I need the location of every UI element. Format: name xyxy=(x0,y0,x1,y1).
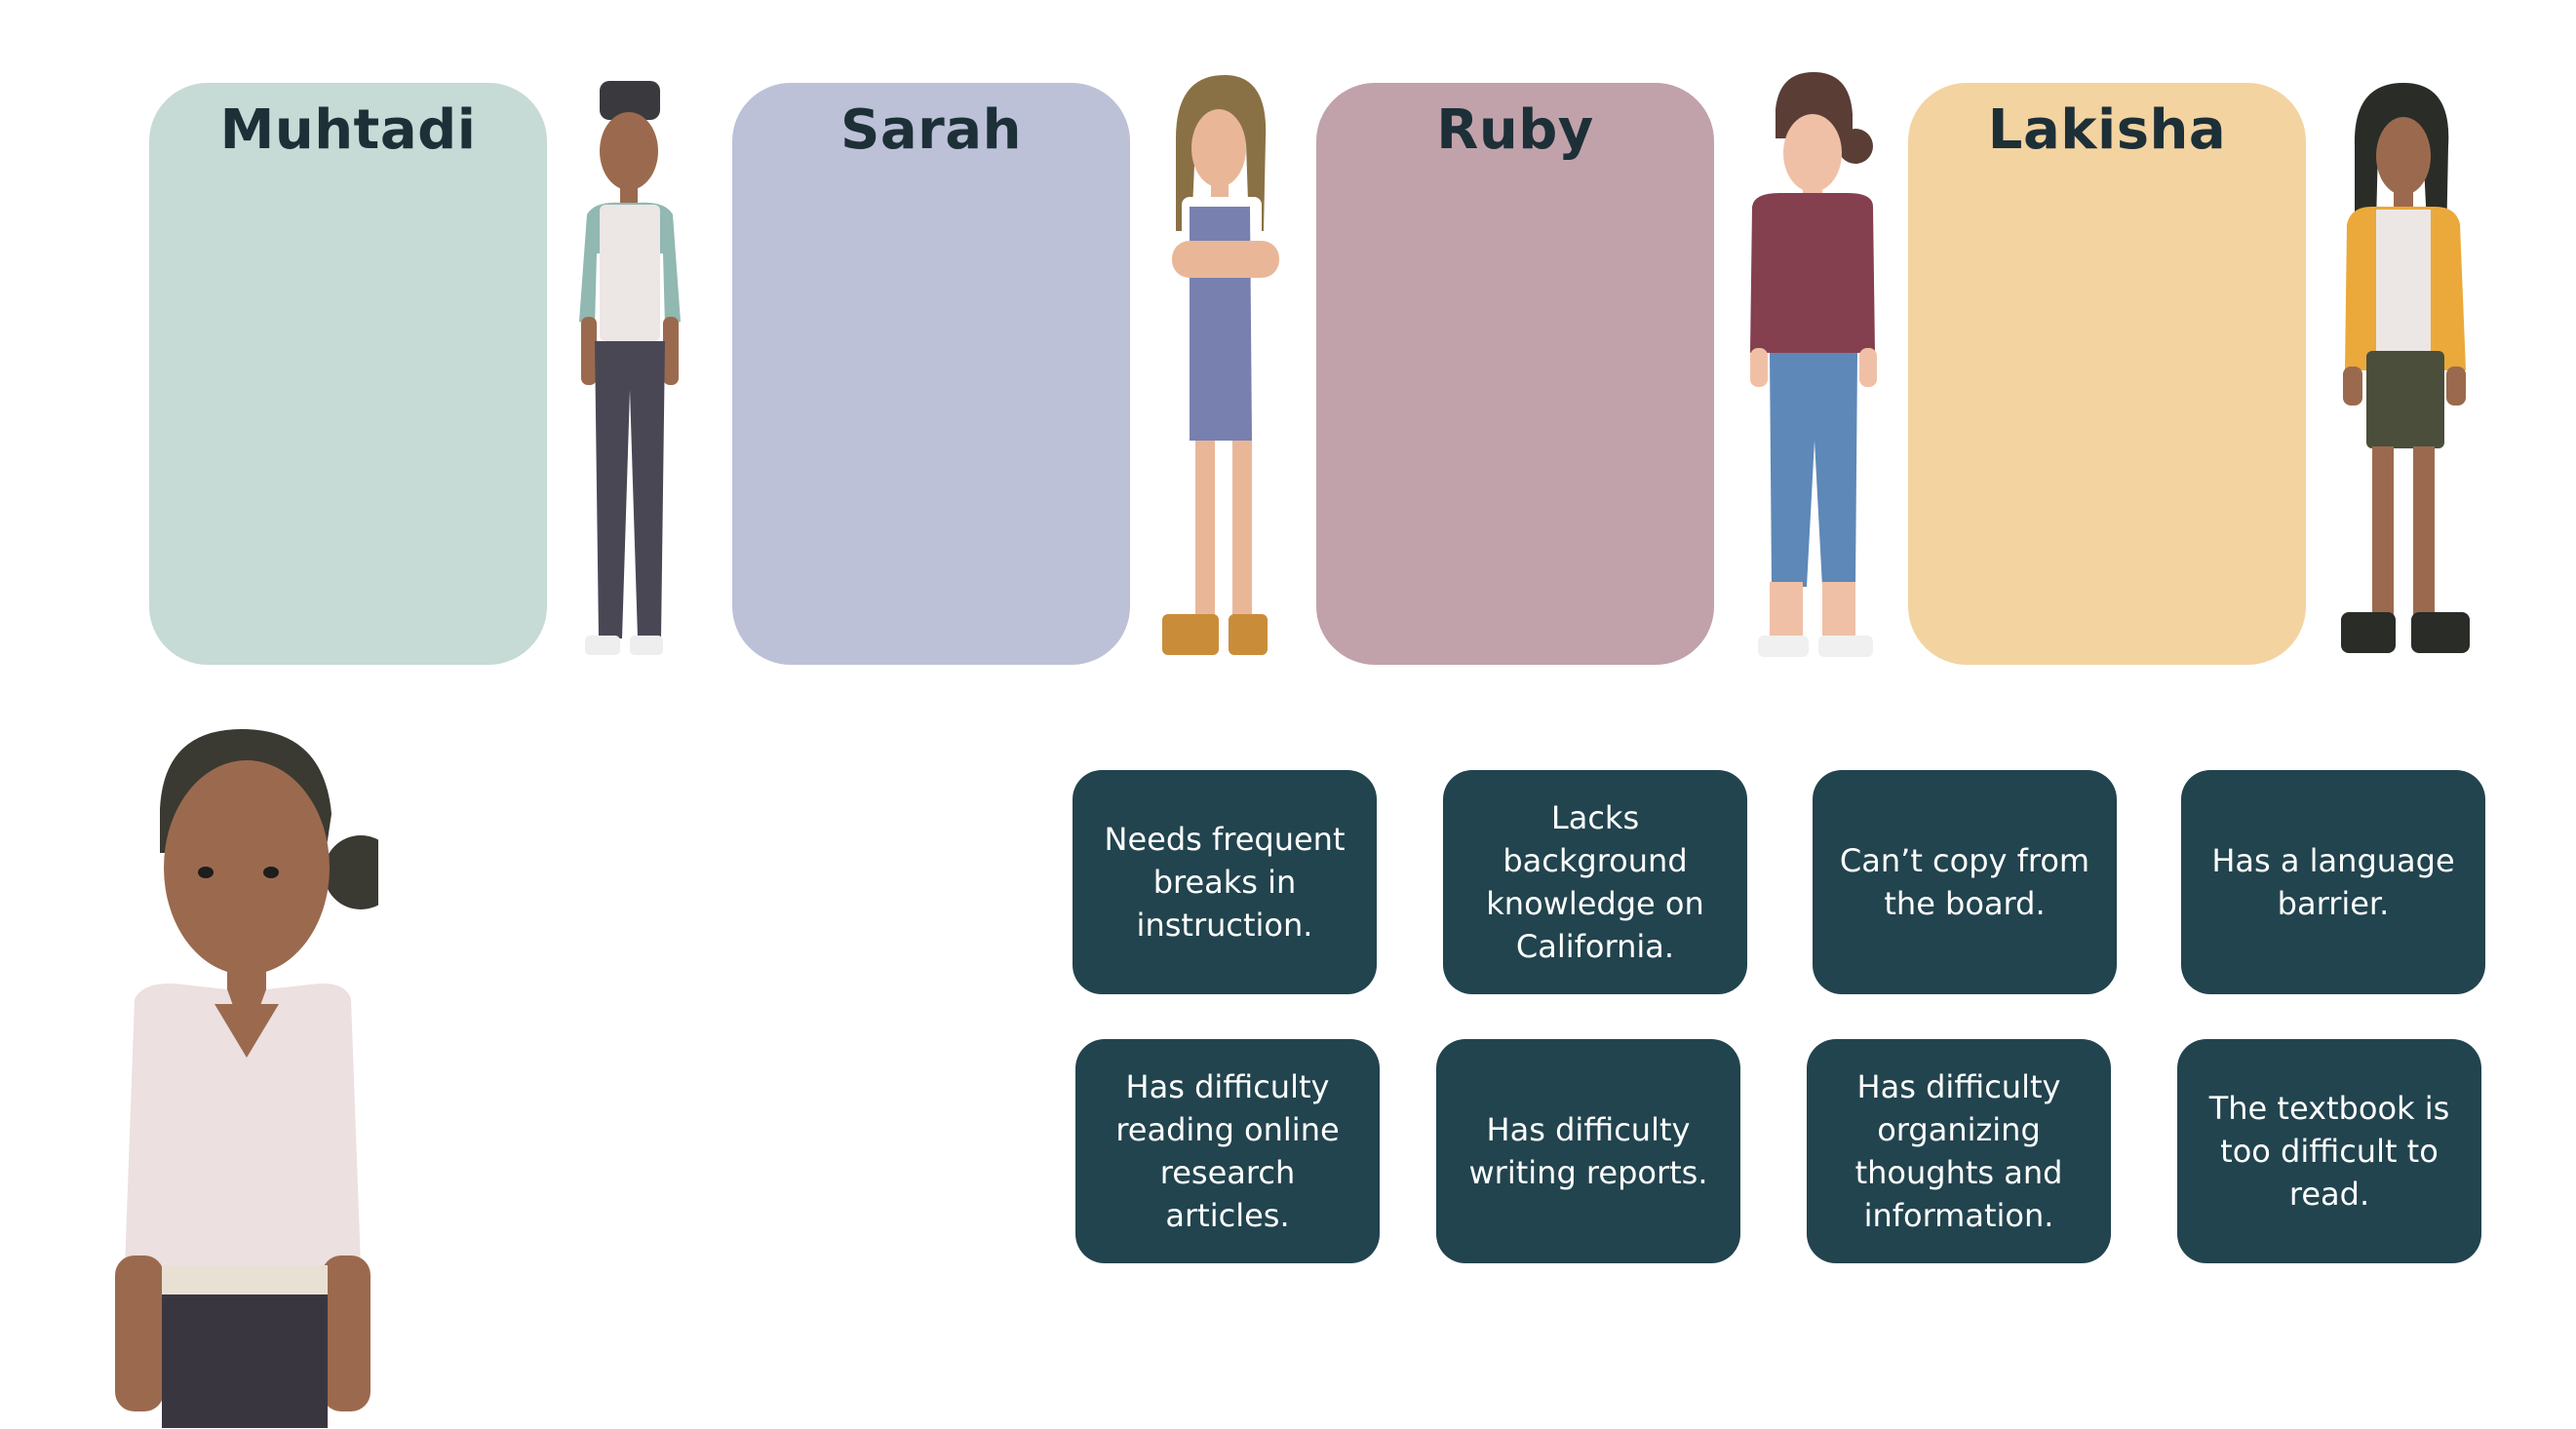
woman-figure xyxy=(115,729,378,1428)
student-board-muhtadi[interactable]: Muhtadi xyxy=(149,83,547,665)
student-name: Lakisha xyxy=(1987,98,2227,162)
student-name: Ruby xyxy=(1436,98,1594,162)
trait-card[interactable]: Has a language barrier. xyxy=(2181,770,2485,994)
student-name: Sarah xyxy=(840,98,1022,162)
trait-card[interactable]: Can’t copy from the board. xyxy=(1813,770,2117,994)
trait-card-text: Can’t copy from the board. xyxy=(1839,842,2090,922)
trait-card-text: Has difficulty writing reports. xyxy=(1468,1111,1708,1191)
trait-card-text: The textbook is too difficult to read. xyxy=(2208,1090,2450,1213)
trait-card-text: Has difficulty organizing thoughts and i… xyxy=(1854,1068,2063,1234)
student-board-sarah[interactable]: Sarah xyxy=(732,83,1130,665)
trait-card-text: Needs frequent breaks in instruction. xyxy=(1104,821,1346,944)
student-name: Muhtadi xyxy=(219,98,477,162)
trait-card-text: Lacks background knowledge on California… xyxy=(1486,799,1704,965)
muhtadi-figure xyxy=(579,81,681,655)
sarah-figure xyxy=(1162,75,1279,655)
trait-card[interactable]: Has difficulty writing reports. xyxy=(1436,1039,1740,1263)
trait-card-text: Has difficulty reading online research a… xyxy=(1115,1068,1340,1234)
student-board-lakisha[interactable]: Lakisha xyxy=(1908,83,2306,665)
student-board-ruby[interactable]: Ruby xyxy=(1316,83,1714,665)
trait-card[interactable]: Has difficulty organizing thoughts and i… xyxy=(1807,1039,2111,1263)
trait-card[interactable]: The textbook is too difficult to read. xyxy=(2177,1039,2481,1263)
trait-card-text: Has a language barrier. xyxy=(2211,842,2455,922)
trait-card[interactable]: Lacks background knowledge on California… xyxy=(1443,770,1747,994)
lakisha-figure xyxy=(2341,83,2470,653)
trait-card[interactable]: Has difficulty reading online research a… xyxy=(1075,1039,1380,1263)
ruby-figure xyxy=(1750,72,1877,657)
trait-card[interactable]: Needs frequent breaks in instruction. xyxy=(1073,770,1377,994)
